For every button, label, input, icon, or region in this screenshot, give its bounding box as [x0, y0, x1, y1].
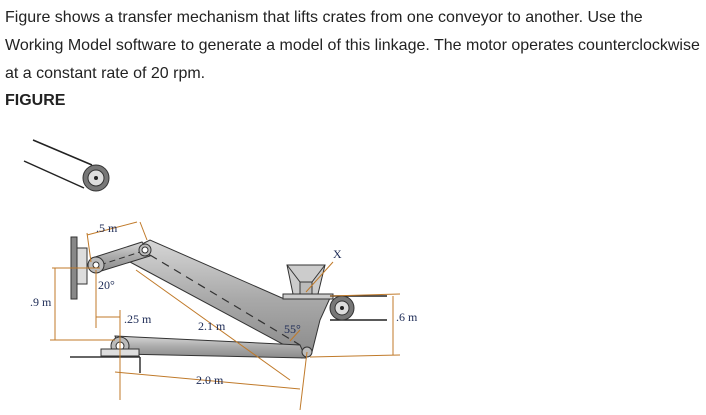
vertical-offset-label: .9 m: [30, 295, 52, 309]
upper-conveyor: [23, 139, 110, 192]
dimension-lines: [50, 221, 401, 411]
coupler-length-label: 2.1 m: [198, 319, 226, 333]
crank-angle-label: 20°: [98, 278, 115, 292]
coupler-angle-label: 55°: [284, 322, 301, 336]
crate: [282, 264, 334, 300]
coupler-link: [129, 239, 331, 359]
linkage-figure: .5 m 20° .9 m .25 m 2.1 m 2.0 m 55° .6 m…: [23, 139, 418, 411]
figure-heading: FIGURE: [5, 92, 66, 109]
rocker-link: [70, 335, 313, 373]
horizontal-offset-label: .25 m: [124, 312, 152, 326]
crank-link: [87, 241, 152, 274]
crank-length-label: .5 m: [96, 221, 118, 235]
lower-conveyor: [329, 295, 387, 321]
point-x-label: X: [333, 247, 342, 261]
rocker-length-label: 2.0 m: [196, 373, 224, 387]
conveyor-height-label: .6 m: [396, 310, 418, 324]
problem-statement: Figure shows a transfer mechanism that l…: [5, 9, 700, 82]
